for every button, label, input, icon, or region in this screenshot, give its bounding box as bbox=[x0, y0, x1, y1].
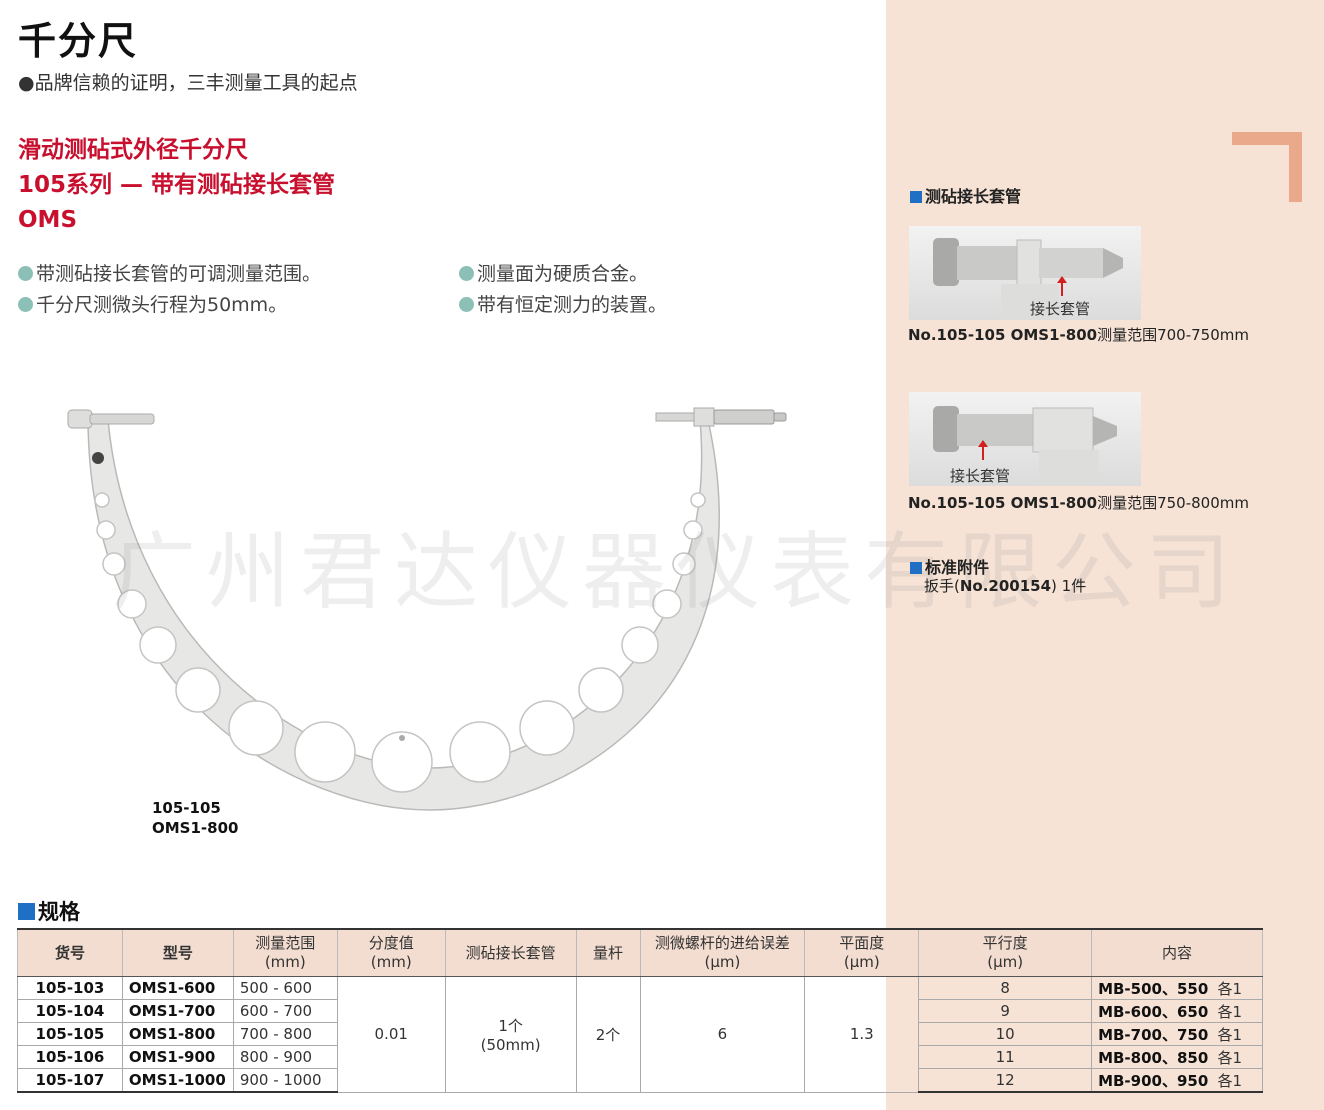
product-heading-line: OMS bbox=[18, 207, 78, 233]
square-icon bbox=[910, 191, 922, 203]
feature-item: 带有恒定测力的装置。 bbox=[459, 290, 667, 317]
header-feed-error: 测微螺杆的进给误差(µm) bbox=[639, 928, 806, 977]
feature-item: 带测砧接长套管的可调测量范围。 bbox=[18, 259, 321, 286]
spec-table: 货号 型号 测量范围(mm) 分度值(mm) 测砧接长套管 量杆 测微螺杆的进给… bbox=[17, 928, 1263, 1093]
cell-parallelism: 8 bbox=[918, 976, 1093, 1000]
table-row: 105-107 OMS1-1000 900 - 1000 12 MB-900、9… bbox=[17, 1068, 1263, 1093]
photo-caption: No.105-105 OMS1-800测量范围700-750mm bbox=[908, 326, 1249, 344]
cell-code: 105-104 bbox=[17, 999, 123, 1023]
cell-range: 700 - 800 bbox=[232, 1022, 338, 1046]
square-icon bbox=[18, 903, 35, 920]
header-contents: 内容 bbox=[1091, 928, 1263, 977]
bullet-icon bbox=[18, 266, 33, 281]
product-heading-line: 105系列 — 带有测砧接长套管 bbox=[18, 172, 336, 198]
product-heading-line: 滑动测砧式外径千分尺 bbox=[18, 137, 248, 163]
arrow-up-icon bbox=[1057, 276, 1067, 296]
header-parallelism: 平行度(µm) bbox=[918, 928, 1093, 977]
accessory-text: 扳手(No.200154) 1件 bbox=[924, 577, 1087, 595]
model-caption: 105-105 OMS1-800 bbox=[152, 799, 239, 837]
cell-parallelism: 12 bbox=[918, 1068, 1093, 1093]
cell-parallelism: 10 bbox=[918, 1022, 1093, 1046]
cell-code: 105-106 bbox=[17, 1045, 123, 1069]
header-range: 测量范围(mm) bbox=[232, 928, 338, 977]
extension-photo-image bbox=[933, 238, 1123, 320]
photo-caption: No.105-105 OMS1-800测量范围750-800mm bbox=[908, 494, 1249, 512]
square-icon bbox=[910, 562, 922, 574]
table-row: 105-103 OMS1-600 500 - 600 0.01 1个(50mm)… bbox=[17, 976, 1263, 1093]
table-row: 105-105 OMS1-800 700 - 800 10 MB-700、750… bbox=[17, 1022, 1263, 1046]
cell-code: 105-105 bbox=[17, 1022, 123, 1046]
cell-code: 105-103 bbox=[17, 976, 123, 1000]
header-code: 货号 bbox=[17, 928, 123, 977]
cell-graduation: 0.01 bbox=[336, 976, 446, 1093]
extension-section-title: 测砧接长套管 bbox=[910, 183, 1021, 207]
cell-flatness: 1.3 bbox=[804, 976, 920, 1093]
page-title: 千分尺 bbox=[18, 19, 139, 63]
cell-extension: 1个(50mm) bbox=[444, 976, 577, 1093]
cell-range: 500 - 600 bbox=[232, 976, 338, 1000]
cell-model: OMS1-1000 bbox=[121, 1068, 234, 1093]
cell-range: 900 - 1000 bbox=[232, 1068, 338, 1093]
table-header-row: 货号 型号 测量范围(mm) 分度值(mm) 测砧接长套管 量杆 测微螺杆的进给… bbox=[17, 928, 1263, 977]
bullet-icon bbox=[459, 297, 474, 312]
extension-photo-image bbox=[933, 406, 1117, 486]
table-row: 105-106 OMS1-900 800 - 900 11 MB-800、850… bbox=[17, 1045, 1263, 1069]
photo-label: 接长套管 bbox=[950, 467, 1011, 485]
cell-parallelism: 9 bbox=[918, 999, 1093, 1023]
cell-code: 105-107 bbox=[17, 1068, 123, 1093]
extension-photo bbox=[909, 226, 1141, 320]
bullet-icon bbox=[459, 266, 474, 281]
header-model: 型号 bbox=[121, 928, 234, 977]
header-standard: 量杆 bbox=[575, 928, 641, 977]
header-graduation: 分度值(mm) bbox=[336, 928, 446, 977]
feature-item: 千分尺测微头行程为50mm。 bbox=[18, 290, 287, 317]
photo-label: 接长套管 bbox=[1030, 300, 1091, 318]
feature-item: 测量面为硬质合金。 bbox=[459, 259, 648, 286]
cell-standard: 2个 bbox=[575, 976, 641, 1093]
side-panel bbox=[886, 0, 1324, 1110]
cell-parallelism: 11 bbox=[918, 1045, 1093, 1069]
cell-feed-error: 6 bbox=[639, 976, 806, 1093]
bullet-icon bbox=[18, 297, 33, 312]
page-subtitle: ●品牌信赖的证明，三丰测量工具的起点 bbox=[18, 72, 358, 94]
cell-range: 800 - 900 bbox=[232, 1045, 338, 1069]
header-extension: 测砧接长套管 bbox=[444, 928, 577, 977]
header-flatness: 平面度(µm) bbox=[804, 928, 920, 977]
cell-range: 600 - 700 bbox=[232, 999, 338, 1023]
spec-title: 规格 bbox=[18, 896, 80, 926]
accessory-section-title: 标准附件 bbox=[910, 554, 989, 578]
extension-photo bbox=[909, 392, 1141, 486]
cell-model: OMS1-700 bbox=[121, 999, 234, 1023]
corner-decoration bbox=[1232, 132, 1302, 202]
cell-model: OMS1-800 bbox=[121, 1022, 234, 1046]
arrow-up-icon bbox=[978, 440, 988, 460]
cell-model: OMS1-900 bbox=[121, 1045, 234, 1069]
product-heading: 滑动测砧式外径千分尺 105系列 — 带有测砧接长套管 OMS bbox=[18, 133, 335, 238]
watermark: 广州君达仪器仪表有限公司 bbox=[112, 523, 1241, 621]
cell-model: OMS1-600 bbox=[121, 976, 234, 1000]
micrometer-frame-image bbox=[67, 407, 787, 811]
